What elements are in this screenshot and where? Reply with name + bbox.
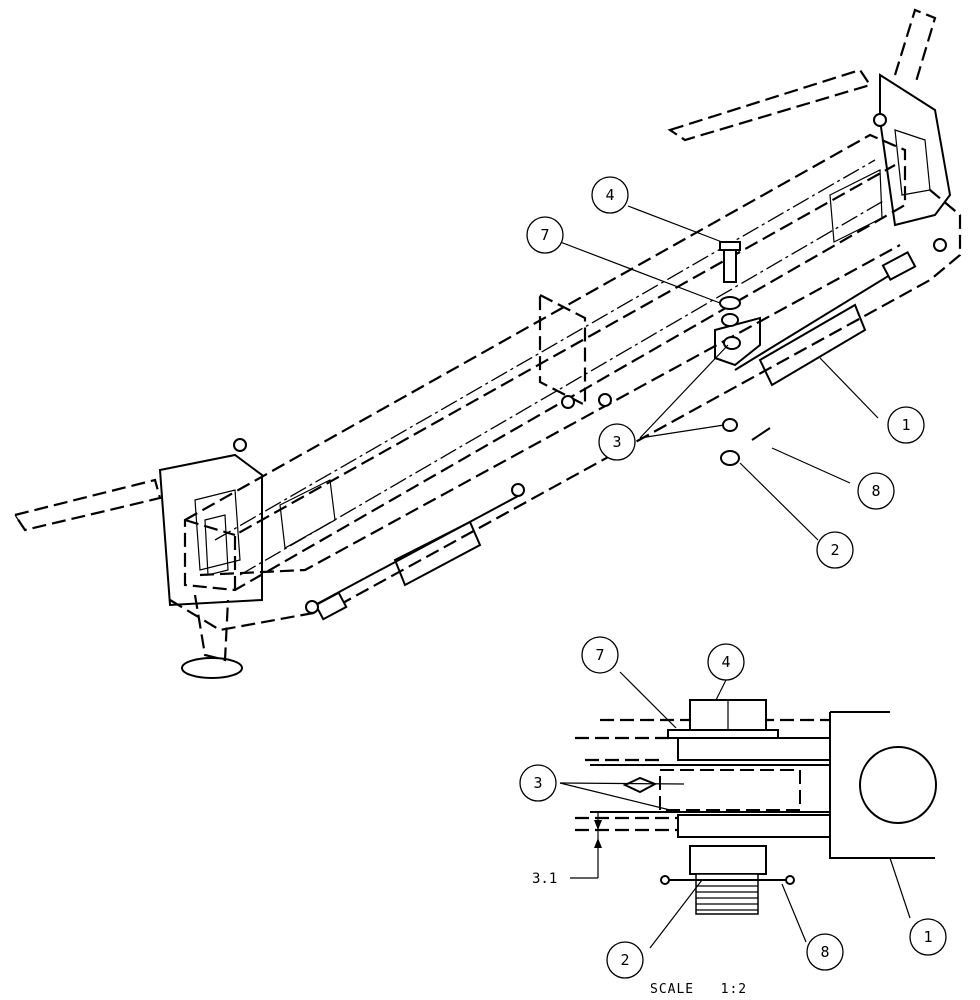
cylinder-end bbox=[829, 711, 935, 859]
callout-1-detail: 1 bbox=[909, 918, 947, 956]
callout-2-detail: 2 bbox=[606, 941, 644, 979]
svg-text:4: 4 bbox=[605, 186, 614, 204]
svg-text:3: 3 bbox=[533, 774, 542, 792]
callout-8-detail: 8 bbox=[806, 933, 844, 971]
right-end-bracket bbox=[879, 73, 952, 227]
scale-label: SCALE 1:2 bbox=[650, 982, 747, 997]
nut bbox=[689, 845, 767, 875]
left-end-bracket bbox=[158, 453, 263, 607]
svg-text:7: 7 bbox=[540, 226, 549, 244]
leader-lines bbox=[554, 205, 879, 541]
washer bbox=[667, 729, 779, 739]
svg-text:1: 1 bbox=[923, 928, 932, 946]
callout-7-detail: 7 bbox=[581, 636, 619, 674]
callout-7-main: 7 bbox=[526, 216, 564, 254]
hydraulic-cylinder-left bbox=[393, 520, 482, 587]
callout-3-main: 3 bbox=[598, 423, 636, 461]
grease-fitting-icon bbox=[622, 776, 658, 794]
callout-4-detail: 4 bbox=[707, 643, 745, 681]
nut-icon bbox=[720, 450, 740, 466]
svg-text:4: 4 bbox=[721, 653, 730, 671]
svg-text:7: 7 bbox=[595, 646, 604, 664]
mount-plate bbox=[714, 316, 761, 367]
svg-text:8: 8 bbox=[820, 943, 829, 961]
svg-text:2: 2 bbox=[830, 541, 839, 559]
bolt-icon bbox=[723, 245, 737, 283]
callout-1-main: 1 bbox=[887, 406, 925, 444]
washer-icon bbox=[719, 296, 741, 310]
callout-8-main: 8 bbox=[857, 472, 895, 510]
cotter-pin-icon bbox=[751, 427, 771, 441]
svg-text:8: 8 bbox=[871, 482, 880, 500]
dimension-label: 3.1 bbox=[532, 871, 557, 887]
rod-right bbox=[734, 274, 891, 371]
detail-view bbox=[570, 699, 937, 915]
svg-text:1: 1 bbox=[901, 416, 910, 434]
detail-leaders bbox=[559, 671, 911, 949]
svg-text:2: 2 bbox=[620, 951, 629, 969]
support-foot bbox=[181, 657, 243, 679]
callout-3-detail: 3 bbox=[519, 764, 557, 802]
boom-assembly bbox=[13, 8, 962, 679]
callout-4-main: 4 bbox=[591, 176, 629, 214]
hydraulic-cylinder-right bbox=[758, 303, 867, 387]
rod-left bbox=[314, 494, 521, 606]
bushing-icon bbox=[722, 418, 738, 432]
callout-2-main: 2 bbox=[816, 531, 854, 569]
pin-hole bbox=[859, 746, 937, 824]
svg-text:3: 3 bbox=[612, 433, 621, 451]
hardware-stack bbox=[719, 241, 771, 466]
